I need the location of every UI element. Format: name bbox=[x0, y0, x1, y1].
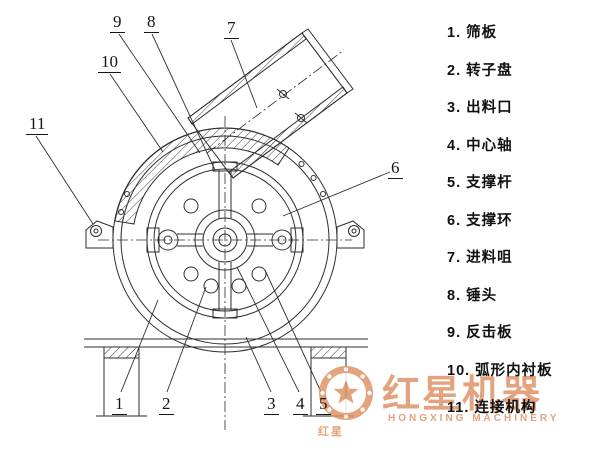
legend-item-label: 支撑环 bbox=[466, 212, 513, 229]
leader-lines bbox=[35, 33, 391, 393]
legend-item-label: 反击板 bbox=[466, 325, 513, 341]
legend-item-number: 5. bbox=[447, 175, 462, 191]
watermark-brand-cn: 红星机器 bbox=[382, 374, 543, 416]
legend-item-number: 2. bbox=[447, 62, 462, 79]
legend-item-label: 支撑杆 bbox=[466, 175, 513, 191]
watermark-emblem-caption: 红星 bbox=[318, 426, 344, 438]
legend-item-label: 出料口 bbox=[466, 100, 513, 116]
callout-8: 8 bbox=[144, 12, 159, 33]
rotor-assembly bbox=[146, 161, 304, 319]
legend-item-7: 7.进料咀 bbox=[447, 246, 597, 284]
legend-item-number: 6. bbox=[447, 212, 462, 229]
legend-item-number: 7. bbox=[447, 250, 462, 266]
callout-6: 6 bbox=[388, 158, 403, 179]
legend-item-9: 9.反击板 bbox=[447, 321, 597, 359]
legend-item-label: 中心轴 bbox=[466, 137, 513, 154]
legend-item-number: 1. bbox=[447, 25, 462, 41]
legend-item-5: 5.支撑杆 bbox=[447, 171, 597, 209]
legend-item-1: 1.筛板 bbox=[447, 21, 597, 59]
parts-legend: 1.筛板 2.转子盘 3.出料口 4.中心轴 5.支撑杆 6.支撑环 7.进料咀… bbox=[447, 21, 597, 434]
machine-base bbox=[84, 338, 368, 417]
callout-3: 3 bbox=[264, 394, 279, 415]
callout-11: 11 bbox=[26, 114, 49, 135]
callout-2: 2 bbox=[159, 394, 174, 415]
legend-item-11: 11.连接机构 bbox=[447, 396, 597, 434]
hongxing-star-emblem-icon bbox=[319, 366, 373, 420]
hongxing-watermark: 红星机器 HONGXING MACHINERY 红星 bbox=[296, 355, 596, 450]
legend-item-3: 3.出料口 bbox=[447, 96, 597, 134]
legend-item-number: 3. bbox=[447, 100, 462, 116]
callout-10: 10 bbox=[98, 52, 121, 73]
callout-1: 1 bbox=[112, 394, 127, 415]
side-brackets bbox=[85, 220, 365, 249]
watermark-brand-en: HONGXING MACHINERY bbox=[388, 413, 560, 424]
legend-item-label: 连接机构 bbox=[474, 400, 537, 416]
legend-item-label: 筛板 bbox=[466, 25, 498, 41]
feed-chute bbox=[187, 28, 354, 179]
legend-item-label: 转子盘 bbox=[466, 62, 513, 79]
legend-item-number: 8. bbox=[447, 287, 462, 304]
legend-item-number: 9. bbox=[447, 325, 462, 341]
callout-5: 5 bbox=[316, 394, 331, 415]
legend-item-4: 4.中心轴 bbox=[447, 134, 597, 172]
legend-item-label: 进料咀 bbox=[466, 250, 513, 266]
legend-item-8: 8.锤头 bbox=[447, 284, 597, 322]
legend-item-number: 4. bbox=[447, 137, 462, 154]
legend-item-2: 2.转子盘 bbox=[447, 59, 597, 97]
callout-9: 9 bbox=[110, 12, 125, 33]
legend-item-6: 6.支撑环 bbox=[447, 209, 597, 247]
legend-item-number: 11. bbox=[447, 400, 470, 416]
callout-7: 7 bbox=[224, 18, 239, 39]
legend-item-label: 弧形内衬板 bbox=[475, 362, 553, 379]
legend-item-label: 锤头 bbox=[466, 287, 498, 304]
legend-item-10: 10.弧形内衬板 bbox=[447, 359, 597, 397]
callout-4: 4 bbox=[293, 394, 308, 415]
legend-item-number: 10. bbox=[447, 362, 471, 379]
